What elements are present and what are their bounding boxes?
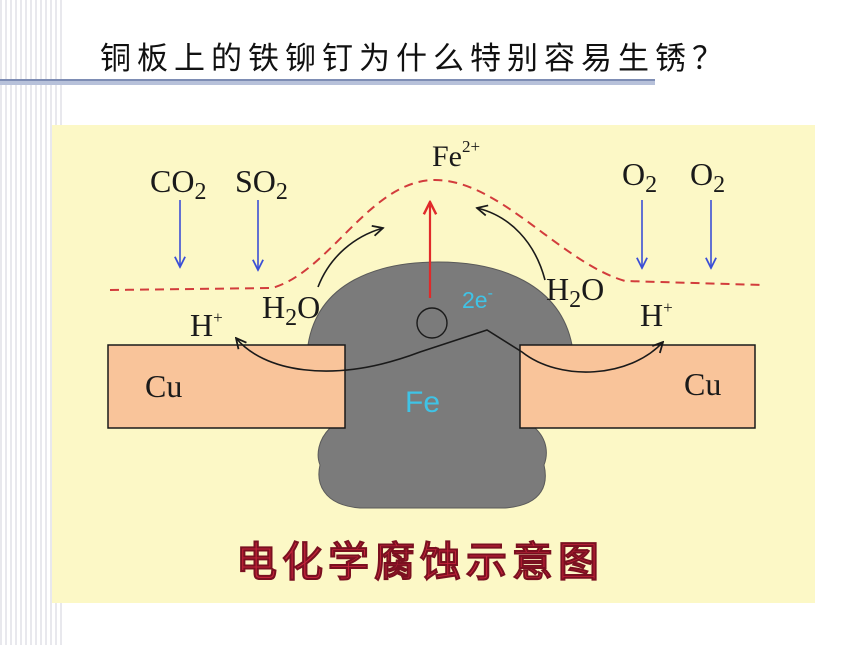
co2-label-base: CO — [150, 163, 194, 199]
water-left-label-base: H — [262, 289, 285, 325]
co2-label: CO2 — [150, 163, 206, 205]
electron-flow-arrow — [236, 329, 663, 373]
water-left-label-subscript: 2 — [285, 305, 297, 331]
o2-left-label-subscript: 2 — [645, 172, 657, 198]
o2-left-label: O2 — [622, 156, 657, 198]
fe-ion-label: Fe2+ — [432, 137, 480, 173]
proton-right-label-superscript: + — [663, 298, 673, 317]
iron-rivet — [307, 261, 573, 509]
o2-right-label: O2 — [690, 156, 725, 198]
title-underline-rule — [0, 79, 655, 85]
iron-atom-circle — [416, 307, 448, 339]
electrons-label-superscript: - — [488, 285, 493, 302]
water-left-label: H2O — [262, 289, 320, 331]
proton-right-label: H+ — [640, 297, 673, 333]
proton-left-label-superscript: + — [213, 308, 223, 327]
water-left-curved-arrow — [317, 228, 383, 288]
fe-ion-label-superscript: 2+ — [462, 137, 480, 156]
water-right-label: H2O — [546, 271, 604, 313]
proton-right-label-base: H — [640, 297, 663, 333]
fe-ion-label-base: Fe — [432, 140, 462, 173]
water-right-curved-arrow — [477, 208, 546, 281]
electrons-label-base: 2e — [462, 287, 488, 313]
so2-label-subscript: 2 — [276, 179, 288, 205]
decorative-side-stripes — [0, 0, 62, 645]
o2-right-label-subscript: 2 — [713, 172, 725, 198]
so2-label: SO2 — [235, 163, 288, 205]
water-left-label-tail: O — [297, 289, 320, 325]
copper-plate-left — [107, 344, 346, 429]
corrosion-boundary-dashed-line — [109, 178, 763, 291]
water-right-label-base: H — [546, 271, 569, 307]
copper-right-label: Cu — [684, 366, 721, 402]
o2-left-label-base: O — [622, 156, 645, 192]
o2-right-label-base: O — [690, 156, 713, 192]
electrons-label: 2e- — [462, 285, 493, 313]
water-right-label-tail: O — [581, 271, 604, 307]
slide-title: 铜板上的铁铆钉为什么特别容易生锈？ — [100, 41, 729, 77]
copper-plate-right — [519, 344, 756, 429]
water-right-label-subscript: 2 — [569, 287, 581, 313]
proton-left-label-base: H — [190, 307, 213, 343]
so2-label-base: SO — [235, 163, 276, 199]
iron-label: Fe — [405, 386, 440, 419]
proton-left-label: H+ — [190, 307, 223, 343]
copper-left-label: Cu — [145, 368, 182, 404]
co2-label-subscript: 2 — [194, 179, 206, 205]
diagram-caption: 电化学腐蚀示意图 — [236, 538, 604, 586]
